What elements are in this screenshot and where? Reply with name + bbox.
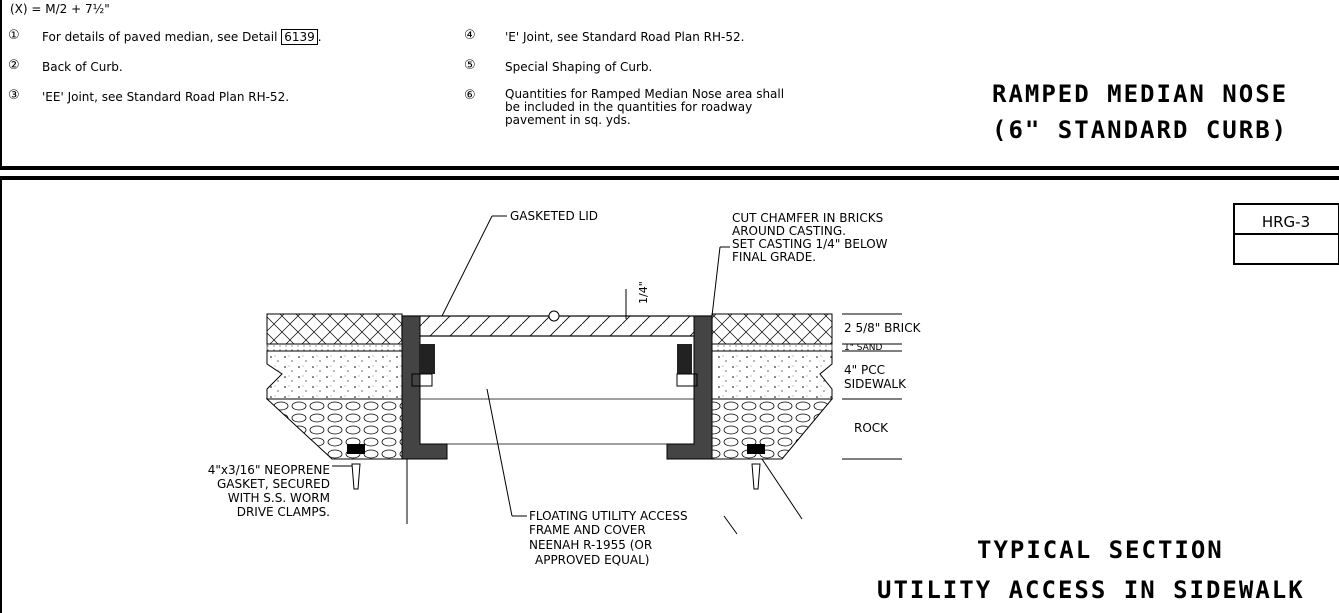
note-3-number: ③ — [8, 88, 20, 103]
note-4-number: ④ — [464, 28, 476, 43]
note-1-number: ① — [8, 28, 20, 43]
detail-ref-6139[interactable]: 6139 — [281, 29, 318, 45]
ramped-median-panel: (X) = M/2 + 7½" ① For details of paved m… — [0, 0, 1339, 170]
note-1-end: . — [317, 30, 322, 44]
note-1: For details of paved median, see Detail … — [42, 29, 322, 45]
brick-label: 2 5/8" BRICK — [844, 321, 922, 335]
gasketed-lid-label: GASKETED LID — [510, 209, 598, 223]
note-2-number: ② — [8, 58, 20, 73]
note-6-line-1: Quantities for Ramped Median Nose area s… — [505, 87, 785, 101]
gasket-label-3: WITH S.S. WORM — [228, 491, 330, 505]
ramped-title-line-2: (6" STANDARD CURB) — [992, 116, 1289, 144]
note-6-line-2: be included in the quantities for roadwa… — [505, 100, 753, 114]
section-drawing: HRG-3 — [208, 203, 1339, 567]
quarter-inch-label: 1/4" — [637, 281, 650, 304]
note-2: Back of Curb. — [42, 60, 123, 74]
chamfer-label-3: SET CASTING 1/4" BELOW — [732, 237, 888, 251]
note-6-line-3: pavement in sq. yds. — [505, 113, 631, 127]
formula-text: (X) = M/2 + 7½" — [10, 2, 110, 16]
pcc-label-2: SIDEWALK — [844, 377, 907, 391]
gasket-label-2: GASKET, SECURED — [217, 477, 330, 491]
sheet-ref-label: HRG-3 — [1262, 213, 1310, 231]
gasket-label-4: DRIVE CLAMPS. — [237, 505, 330, 519]
chamfer-label-4: FINAL GRADE. — [732, 250, 816, 264]
note-4: 'E' Joint, see Standard Road Plan RH-52. — [505, 30, 745, 44]
note-1-text: For details of paved median, see Detail — [42, 30, 282, 44]
frame-label-2: FRAME AND COVER — [529, 523, 646, 537]
chamfer-label-2: AROUND CASTING. — [732, 224, 846, 238]
chamfer-label-1: CUT CHAMFER IN BRICKS — [732, 211, 883, 225]
note-5-number: ⑤ — [464, 58, 476, 73]
note-6: Quantities for Ramped Median Nose area s… — [505, 88, 784, 127]
pcc-label-1: 4" PCC — [844, 363, 885, 377]
note-3: 'EE' Joint, see Standard Road Plan RH-52… — [42, 90, 290, 104]
typical-section-panel: HRG-3 — [0, 176, 1339, 613]
typical-section-subtitle: UTILITY ACCESS IN SIDEWALK — [877, 576, 1305, 604]
frame-label-1: FLOATING UTILITY ACCESS — [529, 509, 688, 523]
frame-label-3: NEENAH R-1955 (OR — [529, 538, 652, 552]
ramped-title-line-1: RAMPED MEDIAN NOSE — [992, 80, 1289, 108]
note-6-number: ⑥ — [464, 88, 476, 103]
typical-section-title: TYPICAL SECTION — [977, 536, 1224, 564]
frame-label-4: APPROVED EQUAL) — [535, 553, 650, 567]
rock-label: ROCK — [854, 421, 889, 435]
sand-label: 1" SAND — [844, 343, 882, 353]
note-5: Special Shaping of Curb. — [505, 60, 653, 74]
gasket-label-1: 4"x3/16" NEOPRENE — [208, 463, 330, 477]
